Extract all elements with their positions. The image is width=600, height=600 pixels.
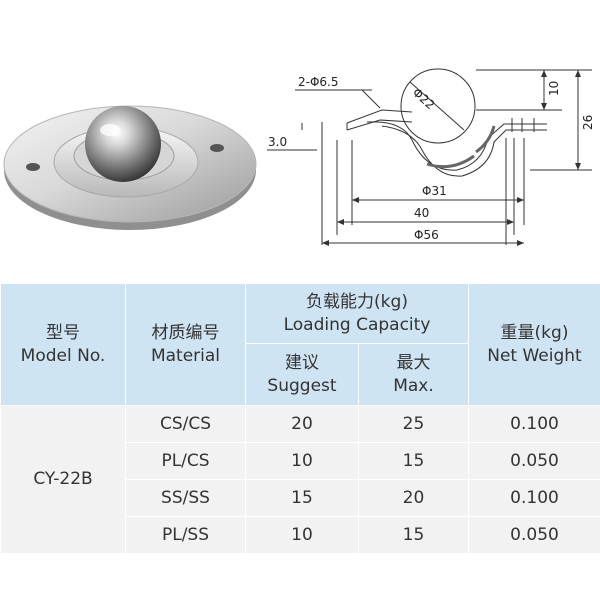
dim-total-height: 26 bbox=[581, 115, 595, 130]
max-cell: 15 bbox=[358, 516, 469, 554]
suggest-cell: 20 bbox=[245, 405, 359, 443]
weight-cell: 0.050 bbox=[468, 442, 600, 480]
dim-56: Φ56 bbox=[414, 228, 439, 242]
suggest-cell: 10 bbox=[245, 442, 359, 480]
suggest-cell: 10 bbox=[245, 516, 359, 554]
material-cell: PL/CS bbox=[125, 442, 246, 480]
header-material: 材质编号 Material bbox=[125, 283, 246, 406]
dim-flange-thickness: 3.0 bbox=[268, 135, 287, 149]
table-row: SS/SS 15 20 0.100 bbox=[1, 479, 600, 517]
dim-40: 40 bbox=[414, 206, 429, 220]
model-cell: CY-22B bbox=[0, 405, 126, 554]
max-cell: 20 bbox=[358, 479, 469, 517]
material-cell: SS/SS bbox=[125, 479, 246, 517]
header-model: 型号 Model No. bbox=[0, 283, 126, 406]
max-cell: 25 bbox=[358, 405, 469, 443]
table-row: CY-22B CS/CS 20 25 0.100 bbox=[0, 405, 600, 554]
header-loading-capacity: 负载能力(kg) Loading Capacity bbox=[245, 283, 469, 344]
header-suggest: 建议 Suggest bbox=[245, 343, 359, 406]
max-cell: 15 bbox=[358, 442, 469, 480]
mounting-hole-right bbox=[210, 144, 224, 152]
table-row: PL/SS 10 15 0.050 bbox=[1, 516, 600, 554]
spec-table: 型号 Model No. 材质编号 Material 负载能力(kg) Load… bbox=[0, 283, 600, 554]
material-cell: PL/SS bbox=[125, 516, 246, 554]
dim-ball-protrusion: 10 bbox=[547, 81, 561, 96]
technical-drawing: 2-Φ6.5 Φ22 3.0 10 26 Φ31 40 Φ56 bbox=[267, 68, 595, 246]
weight-cell: 0.100 bbox=[468, 405, 600, 443]
suggest-cell: 15 bbox=[245, 479, 359, 517]
weight-cell: 0.100 bbox=[468, 479, 600, 517]
header-net-weight: 重量(kg) Net Weight bbox=[468, 283, 600, 406]
header-max: 最大 Max. bbox=[358, 343, 469, 406]
dim-holes: 2-Φ6.5 bbox=[298, 75, 339, 89]
table-row: PL/CS 10 15 0.050 bbox=[1, 442, 600, 480]
dim-31: Φ31 bbox=[422, 184, 447, 198]
weight-cell: 0.050 bbox=[468, 516, 600, 554]
dim-ball: Φ22 bbox=[410, 85, 438, 112]
steel-ball bbox=[85, 106, 161, 182]
product-photo bbox=[3, 105, 257, 230]
mounting-hole-left bbox=[26, 163, 40, 171]
material-cell: CS/CS bbox=[125, 405, 246, 443]
